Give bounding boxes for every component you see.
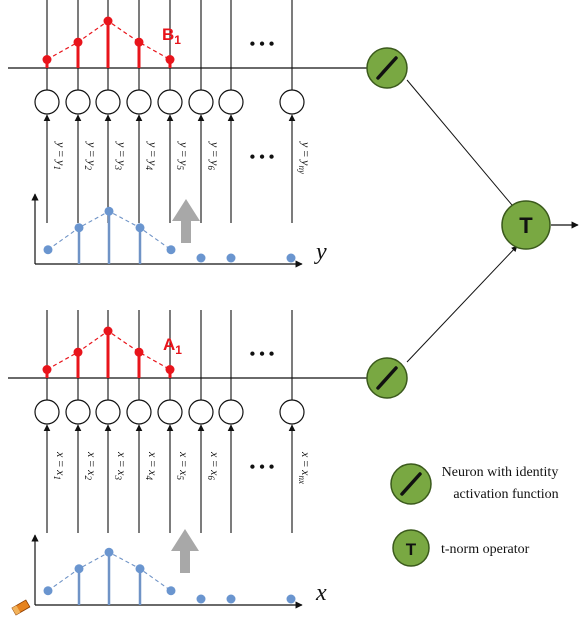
bottom-ellipsis: • • • bbox=[250, 459, 275, 476]
membership-point bbox=[134, 37, 144, 47]
chart-point bbox=[74, 564, 84, 574]
membership-point bbox=[103, 326, 113, 336]
legend-identity-line2: activation function bbox=[453, 487, 558, 502]
chart-point bbox=[166, 586, 176, 596]
bottom-up-arrow-icon bbox=[171, 529, 199, 573]
legend-identity-line1: Neuron with identity bbox=[442, 465, 559, 480]
membership-point bbox=[165, 55, 175, 65]
input-node bbox=[279, 399, 305, 425]
chart-point bbox=[104, 547, 114, 557]
input-node bbox=[218, 89, 244, 115]
input-node bbox=[188, 399, 214, 425]
input-value-label: y = y2 bbox=[83, 141, 99, 170]
chart-point bbox=[43, 245, 53, 255]
input-value-label: x = xnx bbox=[297, 451, 313, 484]
input-value-label: x = x6 bbox=[206, 451, 222, 480]
chart-point bbox=[226, 253, 236, 263]
input-node bbox=[279, 89, 305, 115]
top-to-t-connection bbox=[406, 79, 518, 212]
bottom-identity-neuron bbox=[366, 357, 408, 399]
chart-point bbox=[166, 245, 176, 255]
chart-point bbox=[74, 223, 84, 233]
bottom-membership-chart: x bbox=[31, 534, 327, 609]
input-node bbox=[95, 89, 121, 115]
membership-point bbox=[73, 37, 83, 47]
pencil-icon bbox=[11, 599, 31, 616]
membership-point bbox=[134, 347, 144, 357]
chart-point bbox=[226, 594, 236, 604]
input-value-label: x = x3 bbox=[113, 451, 129, 480]
chart-point bbox=[135, 564, 145, 574]
membership-point bbox=[42, 55, 52, 65]
chart-point bbox=[135, 223, 145, 233]
chart-axis-label: x bbox=[315, 580, 327, 606]
bottom-fuzzy-set-block: A1 • • • • • • x = x1 x = x2 x = x3 x = x4 x = … bbox=[8, 310, 370, 533]
membership-point bbox=[165, 365, 175, 375]
input-value-label: x = x2 bbox=[83, 451, 99, 480]
bottom-ellipsis: • • • bbox=[250, 149, 275, 166]
chart-point bbox=[286, 253, 296, 263]
input-value-label: y = yny bbox=[297, 141, 313, 174]
input-node bbox=[65, 89, 91, 115]
input-value-label: y = y1 bbox=[52, 141, 68, 170]
fuzzy-set-subscript: 1 bbox=[175, 343, 182, 357]
top-ellipsis: • • • bbox=[250, 36, 275, 53]
input-node bbox=[188, 89, 214, 115]
identity-slash-icon bbox=[400, 472, 422, 496]
input-value-label: y = y4 bbox=[144, 141, 160, 170]
input-value-label: x = x4 bbox=[144, 451, 160, 480]
membership-point bbox=[42, 365, 52, 375]
input-value-label: x = x5 bbox=[175, 451, 191, 480]
identity-slash-icon bbox=[376, 56, 398, 80]
top-ellipsis: • • • bbox=[250, 346, 275, 363]
input-node bbox=[65, 399, 91, 425]
input-node bbox=[126, 399, 152, 425]
input-value-label: y = y3 bbox=[113, 141, 129, 170]
input-value-label: y = y5 bbox=[175, 141, 191, 170]
chart-point bbox=[196, 594, 206, 604]
fuzzy-set-label: A1 bbox=[163, 335, 182, 357]
input-value-label: x = x1 bbox=[52, 451, 68, 480]
chart-axis-label: y bbox=[314, 239, 327, 265]
input-node bbox=[157, 399, 183, 425]
legend-tnorm-neuron: T bbox=[392, 529, 430, 567]
chart-point bbox=[286, 594, 296, 604]
top-identity-neuron bbox=[366, 47, 408, 89]
legend: Neuron with identity activation function… bbox=[390, 463, 559, 567]
legend-tnorm-label: T bbox=[406, 540, 417, 559]
input-node bbox=[157, 89, 183, 115]
input-node bbox=[34, 399, 60, 425]
input-node bbox=[218, 399, 244, 425]
membership-point bbox=[73, 347, 83, 357]
input-value-label: y = y6 bbox=[206, 141, 222, 170]
fuzzy-set-subscript: 1 bbox=[174, 33, 181, 47]
t-norm-neuron: T bbox=[501, 200, 551, 250]
identity-slash-icon bbox=[376, 366, 398, 390]
t-norm-neuron-label: T bbox=[519, 213, 533, 238]
top-membership-chart: y bbox=[31, 193, 327, 268]
input-node bbox=[34, 89, 60, 115]
chart-point bbox=[43, 586, 53, 596]
fuzzy-set-label: B1 bbox=[162, 25, 181, 47]
top-up-arrow-icon bbox=[172, 199, 200, 243]
chart-point bbox=[196, 253, 206, 263]
input-node bbox=[126, 89, 152, 115]
membership-point bbox=[103, 16, 113, 26]
top-fuzzy-set-block: B1 • • • • • • y = y1 y = y2 y = y3 y = y4 y = … bbox=[8, 0, 370, 223]
bottom-to-t-connection bbox=[406, 245, 518, 363]
legend-identity-neuron bbox=[390, 463, 432, 505]
legend-tnorm-text: t-norm operator bbox=[441, 542, 530, 557]
input-node bbox=[95, 399, 121, 425]
chart-point bbox=[104, 206, 114, 216]
